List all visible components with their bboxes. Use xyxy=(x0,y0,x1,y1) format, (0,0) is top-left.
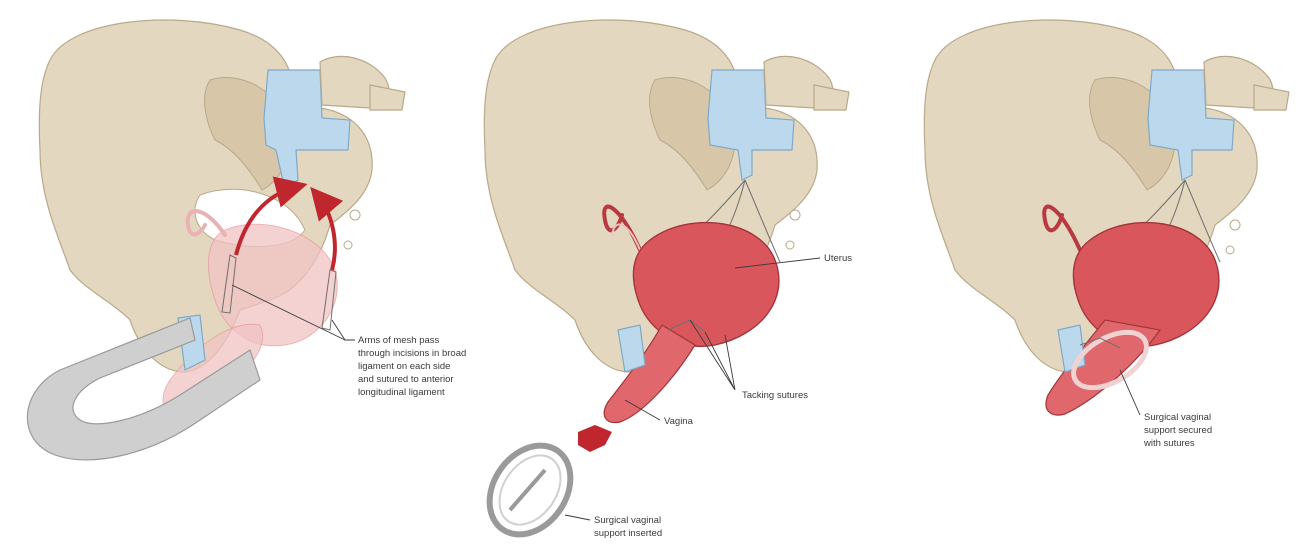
mesh-label-line4: and sutured to anterior xyxy=(358,374,454,385)
vagina-label: Vagina xyxy=(664,416,694,427)
support-inserted-line1: Surgical vaginal xyxy=(594,515,661,526)
mesh-label-line2: through incisions in broad xyxy=(358,348,466,359)
support-secured-line3: with sutures xyxy=(1143,438,1195,449)
uterus-label: Uterus xyxy=(824,253,852,264)
support-secured-line1: Surgical vaginal xyxy=(1144,412,1211,423)
vaginal-support-device xyxy=(473,430,587,546)
uterus xyxy=(633,223,778,347)
mesh-label-line1: Arms of mesh pass xyxy=(358,335,440,346)
insertion-arrow xyxy=(578,425,612,452)
panel-mesh-placement: Arms of mesh pass through incisions in b… xyxy=(27,20,466,460)
tacking-label: Tacking sutures xyxy=(742,390,808,401)
support-secured-line2: support secured xyxy=(1144,425,1212,436)
panel-support-inserted: Tacking sutures Uterus Vagina Surgical v… xyxy=(473,20,852,546)
mesh-label-line5: longitudinal ligament xyxy=(358,387,445,398)
mesh-label-line3: ligament on each side xyxy=(358,361,450,372)
support-inserted-line2: support inserted xyxy=(594,528,662,539)
panel-support-secured: Surgical vaginal support secured with su… xyxy=(924,20,1289,449)
